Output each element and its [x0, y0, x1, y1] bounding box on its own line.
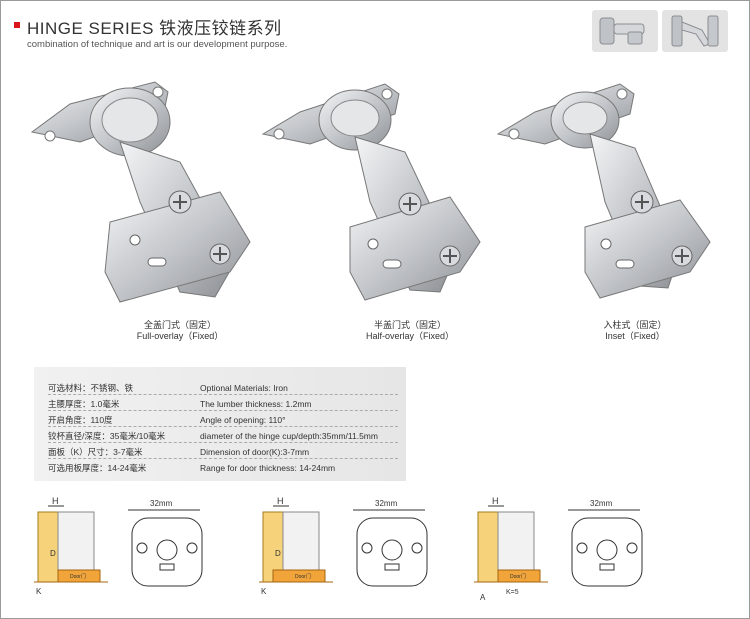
hinge-caption-en: Half-overlay（Fixed） [365, 331, 455, 341]
spec-row: 可选材料：不锈钢、铁 Optional Materials: Iron [34, 381, 406, 395]
spec-table: 可选材料：不锈钢、铁 Optional Materials: Iron 主腰厚度… [34, 367, 406, 481]
dim-32mm-label: 32mm [375, 499, 398, 508]
spec-cn: 开启角度：110度 [48, 415, 113, 425]
spec-row: 开启角度：110度 Angle of opening: 110° [34, 413, 406, 427]
spec-divider [48, 458, 398, 459]
hinge-closed-thumbnail [592, 10, 658, 52]
page-title: HINGE SERIES 铁液压铰链系列 [27, 19, 282, 38]
spec-en: Dimension of door(K):3-7mm [200, 447, 310, 457]
mounting-plate [131, 517, 203, 587]
spec-divider [48, 426, 398, 427]
dim-k-label: K [261, 587, 267, 596]
spec-divider [48, 442, 398, 443]
hinge-inset-image [490, 62, 730, 312]
spec-en: Range for door thickness: 14-24mm [200, 463, 336, 473]
spec-en: The lumber thickness: 1.2mm [200, 399, 312, 409]
mounting-plate [356, 517, 428, 587]
spec-en: Angle of opening: 110° [200, 415, 286, 425]
mounting-plate [571, 517, 643, 587]
hinge-caption-en: Full-overlay（Fixed） [136, 331, 224, 341]
page-subtitle: combination of technique and art is our … [27, 39, 288, 50]
spec-row: 面板（K）尺寸：3-7毫米 Dimension of door(K):3-7mm [34, 445, 406, 459]
door-label: Door门 [510, 573, 526, 580]
hinge-full-overlay-caption: 全盖门式（固定） Full-overlay（Fixed） [120, 320, 240, 342]
hinge-section [57, 511, 95, 571]
dim-h-label: H [52, 496, 59, 506]
hinge-half-overlay-image [255, 62, 495, 312]
spec-en: Optional Materials: Iron [200, 383, 288, 393]
spec-divider [48, 394, 398, 395]
spec-cn: 铰杯直径/深度：35毫米/10毫米 [48, 431, 166, 441]
spec-row: 可选用板厚度：14-24毫米 Range for door thickness:… [34, 461, 406, 475]
spec-row: 主腰厚度：1.0毫米 The lumber thickness: 1.2mm [34, 397, 406, 411]
inset-diagram: H A K=5 Door门 32mm [470, 490, 685, 610]
spec-cn: 可选材料：不锈钢、铁 [48, 383, 134, 393]
full-overlay-diagram: H D K Door门 32mm [30, 490, 245, 610]
spec-divider [48, 410, 398, 411]
dim-k-label: K [36, 587, 42, 596]
hinge-caption-cn: 全盖门式（固定） [143, 320, 216, 330]
hinge-section [282, 511, 320, 571]
hinge-open-thumbnail [662, 10, 728, 52]
spec-cn: 面板（K）尺寸：3-7毫米 [48, 447, 143, 457]
dim-d-label: D [50, 549, 56, 558]
door-label: Door门 [295, 573, 311, 580]
half-overlay-diagram: H D K Door门 32mm [255, 490, 470, 610]
spec-row: 铰杯直径/深度：35毫米/10毫米 diameter of the hinge … [34, 429, 406, 443]
hinge-half-overlay-caption: 半盖门式（固定） Half-overlay（Fixed） [350, 320, 470, 342]
dim-k5-label: K=5 [506, 589, 519, 596]
cabinet-side-panel [37, 511, 59, 583]
dim-h-label: H [277, 496, 284, 506]
dim-a-label: A [480, 593, 486, 602]
hinge-inset-caption: 入柱式（固定） Inset（Fixed） [580, 320, 690, 342]
dim-32mm-label: 32mm [590, 499, 613, 508]
hinge-caption-cn: 半盖门式（固定） [373, 320, 446, 330]
dim-h-label: H [492, 496, 499, 506]
hinge-section [497, 511, 535, 571]
door-label: Door门 [70, 573, 86, 580]
red-bullet-icon [14, 22, 20, 28]
cabinet-side-panel [477, 511, 499, 583]
hinge-caption-cn: 入柱式（固定） [603, 320, 667, 330]
dim-32mm-label: 32mm [150, 499, 173, 508]
spec-cn: 可选用板厚度：14-24毫米 [48, 463, 147, 473]
spec-en: diameter of the hinge cup/depth:35mm/11.… [200, 431, 378, 441]
hinge-full-overlay-image [20, 62, 260, 312]
spec-cn: 主腰厚度：1.0毫米 [48, 399, 120, 409]
header: HINGE SERIES 铁液压铰链系列 combination of tech… [10, 12, 570, 60]
dim-d-label: D [275, 549, 281, 558]
hinge-caption-en: Inset（Fixed） [605, 331, 665, 341]
